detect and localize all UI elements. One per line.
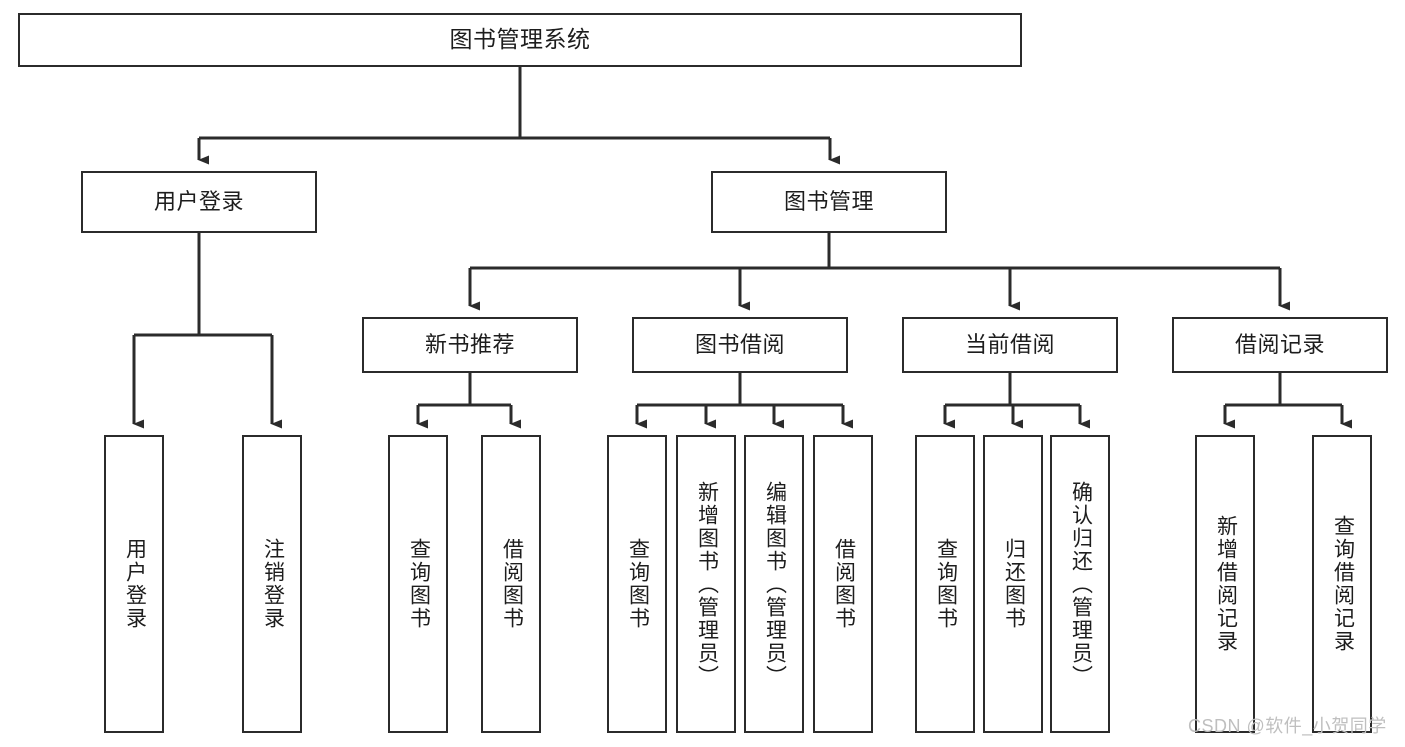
leaf-query-book-recommend[interactable]: 查询图书 [388,435,448,733]
connectors-root [197,67,840,165]
node-label: 用户登录 [123,538,147,630]
leaf-add-book-admin[interactable]: 新增图书（管理员） [676,435,736,733]
leaf-return-book[interactable]: 归还图书 [983,435,1043,733]
node-label: 查询图书 [407,538,431,630]
leaf-confirm-return-admin[interactable]: 确认归还（管理员） [1050,435,1110,733]
node-label: 借阅记录 [1234,331,1325,357]
node-label: 图书管理 [783,188,874,214]
node-label: 确认归还（管理员） [1069,480,1093,688]
node-label: 新书推荐 [424,331,515,357]
node-label: 查询借阅记录 [1331,515,1355,653]
node-borrow-record[interactable]: 借阅记录 [1172,317,1388,373]
connectors-new-book-recommend [416,373,521,429]
node-book-management[interactable]: 图书管理 [711,171,947,233]
leaf-add-borrow-record[interactable]: 新增借阅记录 [1195,435,1255,733]
node-new-book-recommend[interactable]: 新书推荐 [362,317,578,373]
leaf-query-book-borrow[interactable]: 查询图书 [607,435,667,733]
connectors-current-borrow [943,373,1090,429]
leaf-borrow-book[interactable]: 借阅图书 [813,435,873,733]
node-label: 图书借阅 [694,331,785,357]
leaf-edit-book-admin[interactable]: 编辑图书（管理员） [744,435,804,733]
node-label: 查询图书 [934,538,958,630]
node-user-login[interactable]: 用户登录 [81,171,317,233]
node-label: 归还图书 [1002,538,1026,630]
leaf-borrow-book-recommend[interactable]: 借阅图书 [481,435,541,733]
leaf-user-login[interactable]: 用户登录 [104,435,164,733]
node-label: 用户登录 [153,188,244,214]
leaf-query-book-current[interactable]: 查询图书 [915,435,975,733]
node-label: 新增借阅记录 [1214,515,1238,653]
node-root-system[interactable]: 图书管理系统 [18,13,1022,67]
node-label: 借阅图书 [832,538,856,630]
node-label: 编辑图书（管理员） [763,480,787,688]
node-label: 当前借阅 [964,331,1055,357]
leaf-query-borrow-record[interactable]: 查询借阅记录 [1312,435,1372,733]
connectors-user-login [132,233,282,429]
node-label: 查询图书 [626,538,650,630]
leaf-logout[interactable]: 注销登录 [242,435,302,733]
connectors-borrow-record [1223,373,1352,429]
node-label: 注销登录 [261,538,285,630]
node-label: 图书管理系统 [449,26,591,53]
node-book-borrow[interactable]: 图书借阅 [632,317,848,373]
node-label: 借阅图书 [500,538,524,630]
node-label: 新增图书（管理员） [695,480,719,688]
node-current-borrow[interactable]: 当前借阅 [902,317,1118,373]
connectors-book-borrow [635,373,853,429]
connectors-book-management [468,233,1290,311]
